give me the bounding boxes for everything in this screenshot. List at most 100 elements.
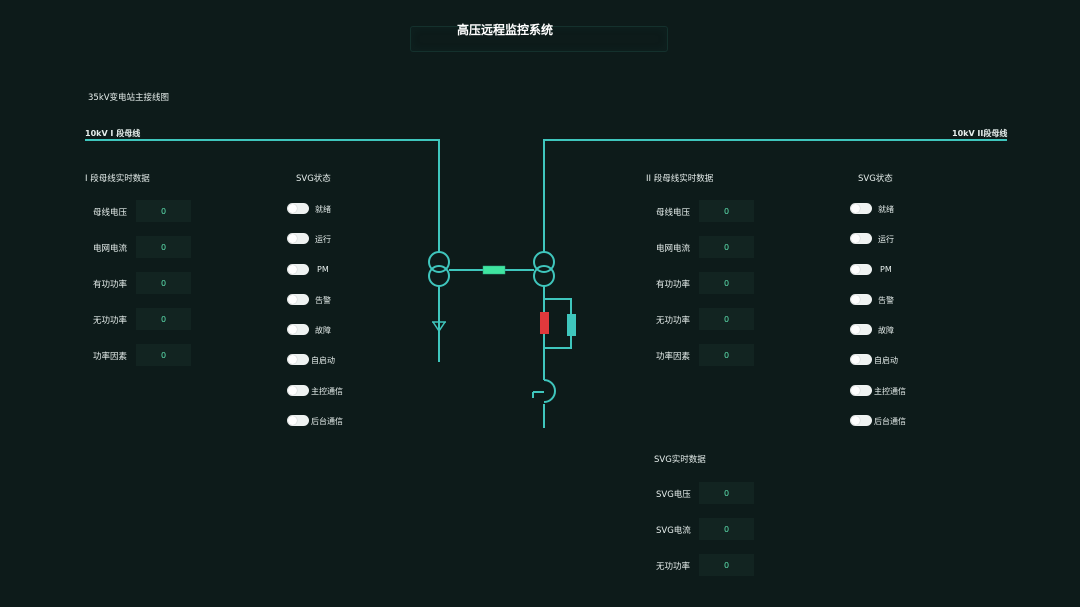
data-label: 母线电压 [656, 208, 691, 218]
status-item-autostart: 自启动 [287, 354, 367, 366]
data-value: 0 [699, 272, 754, 294]
busbar-2-label: 10kV II段母线 [952, 129, 1008, 138]
ground-icon [432, 321, 446, 333]
data-value: 0 [699, 308, 754, 330]
toggle-switch-icon[interactable] [287, 324, 309, 335]
status-label: 告警 [315, 296, 331, 305]
data-label: 无功功率 [656, 316, 691, 326]
section1-row: 无功功率 0 [93, 308, 193, 330]
section1-row: 有功功率 0 [93, 272, 193, 294]
status-item-main-comm: 主控通信 [850, 385, 930, 397]
data-label: SVG电压 [656, 490, 691, 500]
data-value: 0 [699, 344, 754, 366]
section2-row: 有功功率 0 [656, 272, 756, 294]
toggle-switch-icon[interactable] [850, 233, 872, 244]
status-label: 自启动 [874, 356, 898, 365]
section2-row: 功率因素 0 [656, 344, 756, 366]
data-value: 0 [699, 482, 754, 504]
toggle-switch-icon[interactable] [287, 233, 309, 244]
status-label: 就绪 [878, 205, 894, 214]
section2-row: 电网电流 0 [656, 236, 756, 258]
data-value: 0 [136, 344, 191, 366]
status-item-pm: PM [287, 264, 367, 276]
toggle-switch-icon[interactable] [287, 203, 309, 214]
toggle-switch-icon[interactable] [850, 294, 872, 305]
svg-realtime-row: 无功功率 0 [656, 554, 756, 576]
data-value: 0 [136, 272, 191, 294]
toggle-switch-icon[interactable] [287, 385, 309, 396]
status-item-fault: 故障 [850, 324, 930, 336]
status-item-alarm: 告警 [850, 294, 930, 306]
status-item-pm: PM [850, 264, 930, 276]
data-value: 0 [699, 200, 754, 222]
status-label: 后台通信 [874, 417, 906, 426]
status-label: 后台通信 [311, 417, 343, 426]
status-label: PM [880, 265, 892, 274]
svg-status-1-title: SVG状态 [296, 174, 331, 184]
status-label: 运行 [878, 235, 894, 244]
status-item-ready: 就绪 [850, 203, 930, 215]
svg-realtime-row: SVG电流 0 [656, 518, 756, 540]
data-label: 有功功率 [656, 280, 691, 290]
page-title: 高压远程监控系统 [456, 23, 553, 37]
toggle-switch-icon[interactable] [850, 385, 872, 396]
status-label: 告警 [878, 296, 894, 305]
data-label: 无功功率 [93, 316, 128, 326]
status-item-alarm: 告警 [287, 294, 367, 306]
data-value: 0 [699, 518, 754, 540]
status-label: 主控通信 [874, 387, 906, 396]
data-label: 母线电压 [93, 208, 128, 218]
toggle-switch-icon[interactable] [850, 354, 872, 365]
data-label: 有功功率 [93, 280, 128, 290]
title-frame [410, 26, 668, 52]
toggle-switch-icon[interactable] [850, 415, 872, 426]
status-label: 就绪 [315, 205, 331, 214]
status-item-backend-comm: 后台通信 [850, 415, 930, 427]
status-item-main-comm: 主控通信 [287, 385, 367, 397]
status-label: 故障 [878, 326, 894, 335]
status-item-running: 运行 [850, 233, 930, 245]
status-item-backend-comm: 后台通信 [287, 415, 367, 427]
data-value: 0 [699, 236, 754, 258]
busbar-1-label: 10kV I 段母线 [85, 129, 141, 138]
svg-realtime-row: SVG电压 0 [656, 482, 756, 504]
data-value: 0 [136, 308, 191, 330]
reactor-coil-icon [532, 379, 556, 403]
section2-row: 无功功率 0 [656, 308, 756, 330]
section2-title: II 段母线实时数据 [646, 174, 714, 184]
data-label: 功率因素 [656, 352, 691, 362]
data-value: 0 [699, 554, 754, 576]
toggle-switch-icon[interactable] [850, 324, 872, 335]
section1-row: 电网电流 0 [93, 236, 193, 258]
toggle-switch-icon[interactable] [287, 294, 309, 305]
section1-row: 功率因素 0 [93, 344, 193, 366]
status-item-autostart: 自启动 [850, 354, 930, 366]
status-label: PM [317, 265, 329, 274]
data-label: 电网电流 [656, 244, 691, 254]
diagram-title: 35kV变电站主接线图 [88, 93, 170, 103]
toggle-switch-icon[interactable] [287, 354, 309, 365]
toggle-switch-icon[interactable] [850, 203, 872, 214]
svg-status-2-title: SVG状态 [858, 174, 893, 184]
status-item-ready: 就绪 [287, 203, 367, 215]
section1-title: I 段母线实时数据 [85, 174, 150, 184]
section1-row: 母线电压 0 [93, 200, 193, 222]
data-label: 电网电流 [93, 244, 128, 254]
toggle-switch-icon[interactable] [850, 264, 872, 275]
toggle-switch-icon[interactable] [287, 264, 309, 275]
data-label: 无功功率 [656, 562, 691, 572]
status-item-running: 运行 [287, 233, 367, 245]
data-value: 0 [136, 200, 191, 222]
toggle-switch-icon[interactable] [287, 415, 309, 426]
status-item-fault: 故障 [287, 324, 367, 336]
status-label: 自启动 [311, 356, 335, 365]
data-value: 0 [136, 236, 191, 258]
status-label: 主控通信 [311, 387, 343, 396]
svg-realtime-title: SVG实时数据 [654, 455, 706, 465]
transformer-icon [533, 251, 555, 287]
data-label: SVG电流 [656, 526, 691, 536]
capacitor-icon [540, 312, 549, 334]
section2-row: 母线电压 0 [656, 200, 756, 222]
data-label: 功率因素 [93, 352, 128, 362]
